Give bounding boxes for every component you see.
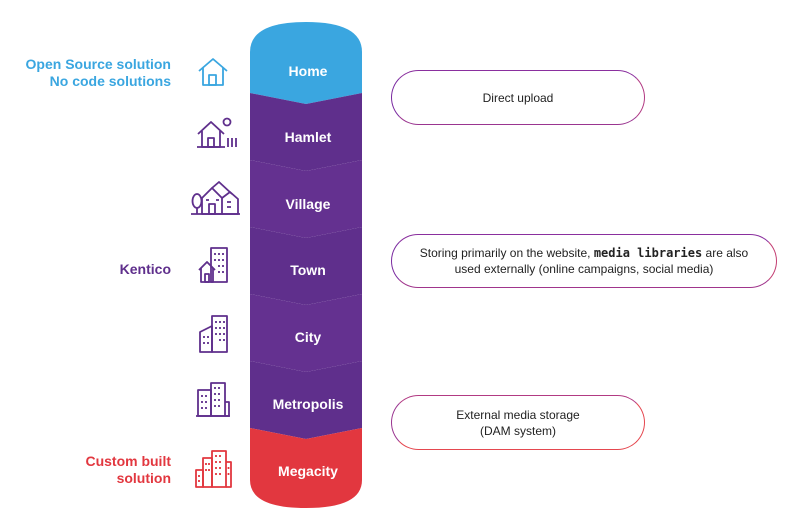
stage-segment-megacity [250,428,362,508]
stage-segment-town [250,227,362,305]
callout-text: (DAM system) [480,423,556,438]
stage-label-city: City [295,329,322,345]
stage-segment-hamlet [250,93,362,171]
left-label-line: solution [116,470,171,486]
left-label-line: Kentico [119,261,171,277]
stage-label-village: Village [286,196,331,212]
left-label-line: Custom built [85,453,171,469]
town-buildings-icon [198,247,228,283]
stage-label-metropolis: Metropolis [273,396,344,412]
callout-text: External media storage [456,407,580,422]
megacity-buildings-icon [195,450,232,488]
stage-segment-city [250,294,362,372]
stage-label-megacity: Megacity [278,463,338,479]
left-label-line: Open Source solution [25,56,171,72]
callout-line-2: used externally (online campaigns, socia… [454,262,714,276]
stage-segment-metropolis [250,361,362,439]
left-label-kentico: Kentico [120,261,171,278]
left-label-custom-built: Custom built solution [85,453,171,487]
metropolis-buildings-icon [196,382,230,417]
callout-text: Direct upload [482,90,554,105]
callout-dam-system: External media storage (DAM system) [391,395,645,450]
callout-bold-text: media libraries [593,246,703,260]
house-icon [198,58,228,86]
stage-label-hamlet: Hamlet [285,129,332,145]
stage-segment-village [250,160,362,238]
stage-label-town: Town [290,262,326,278]
callout-text: Storing primarily on the website, [419,246,594,260]
callout-text: are also [702,246,749,260]
left-label-line: No code solutions [49,73,171,89]
left-label-open-source: Open Source solution No code solutions [26,56,171,90]
city-buildings-icon [199,315,228,353]
stage-label-home: Home [289,63,328,79]
callout-media-libraries: Storing primarily on the website, media … [391,234,777,288]
callout-line-1: Storing primarily on the website, media … [420,245,748,261]
village-houses-icon [191,181,240,215]
stage-segment-home [250,22,362,104]
house-with-sun-icon [197,117,237,148]
callout-direct-upload: Direct upload [391,70,645,125]
